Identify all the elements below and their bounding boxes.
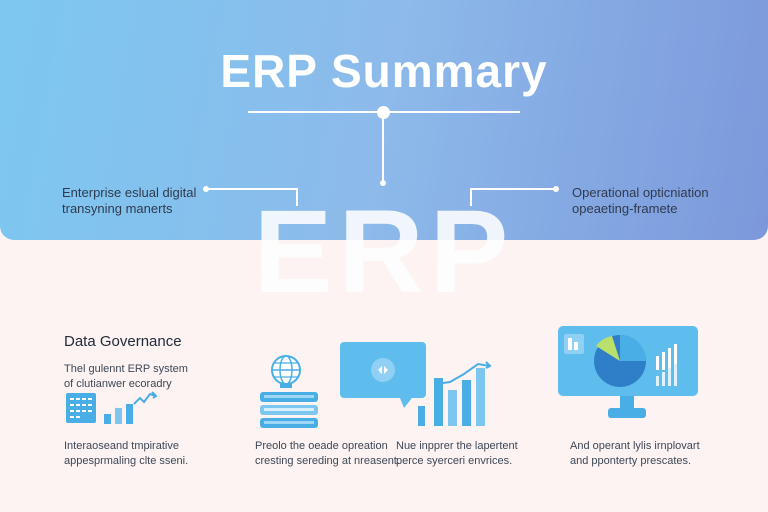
card-text-3-line-2: perce syerceri envrices. [396, 455, 513, 467]
erp-watermark: ERP [253, 186, 515, 318]
card-text-1-line-1: Interaoseand tmpirative [64, 440, 179, 452]
center-connector [382, 118, 384, 184]
divider-node [377, 106, 390, 119]
card-text-1-line-2: appesprmaling clte sseni. [64, 455, 189, 467]
right-connector-line [470, 188, 556, 190]
section-intro: Thel gulennt ERP system of clutianwer ec… [64, 362, 188, 392]
section-title: Data Governance [64, 333, 182, 350]
presentation-chart-icon [338, 340, 498, 428]
card-text-2-line-1: Preolo the oeade opreation [255, 440, 388, 452]
section-intro-line-2: of clutianwer ecoradry [64, 378, 172, 390]
bar-chart-icon [64, 388, 164, 428]
page-title: ERP Summary [220, 45, 548, 97]
section-intro-line-1: Thel gulennt ERP system [64, 363, 188, 375]
center-connector-end [380, 180, 386, 186]
left-note-line-2: transyning manerts [62, 201, 173, 216]
card-text-4-line-2: and pponterty prescates. [570, 455, 692, 467]
card-text-4: And operant lylis irnplovart and pponter… [570, 439, 700, 469]
right-note-line-1: Operational opticniation [572, 185, 709, 200]
left-note: Enterprise eslual digital transyning man… [62, 185, 196, 217]
card-text-4-line-1: And operant lylis irnplovart [570, 440, 700, 452]
right-note: Operational opticniation opeaeting-frame… [572, 185, 709, 217]
card-text-2: Preolo the oeade opreation cresting sere… [255, 439, 400, 469]
right-connector-drop [470, 188, 472, 206]
hero-banner [0, 0, 768, 240]
card-text-3-line-1: Nue inpprer the lapertent [396, 440, 518, 452]
card-text-3: Nue inpprer the lapertent perce syerceri… [396, 439, 518, 469]
left-note-line-1: Enterprise eslual digital [62, 185, 197, 200]
card-text-2-line-2: cresting sereding at nreasent. [255, 455, 400, 467]
right-note-line-2: opeaeting-framete [572, 201, 678, 216]
left-connector-drop [296, 188, 298, 206]
left-connector-line [206, 188, 298, 190]
monitor-pie-icon [556, 324, 700, 424]
right-connector-dot [553, 186, 559, 192]
globe-stack-icon [258, 352, 322, 434]
card-text-1: Interaoseand tmpirative appesprmaling cl… [64, 439, 188, 469]
